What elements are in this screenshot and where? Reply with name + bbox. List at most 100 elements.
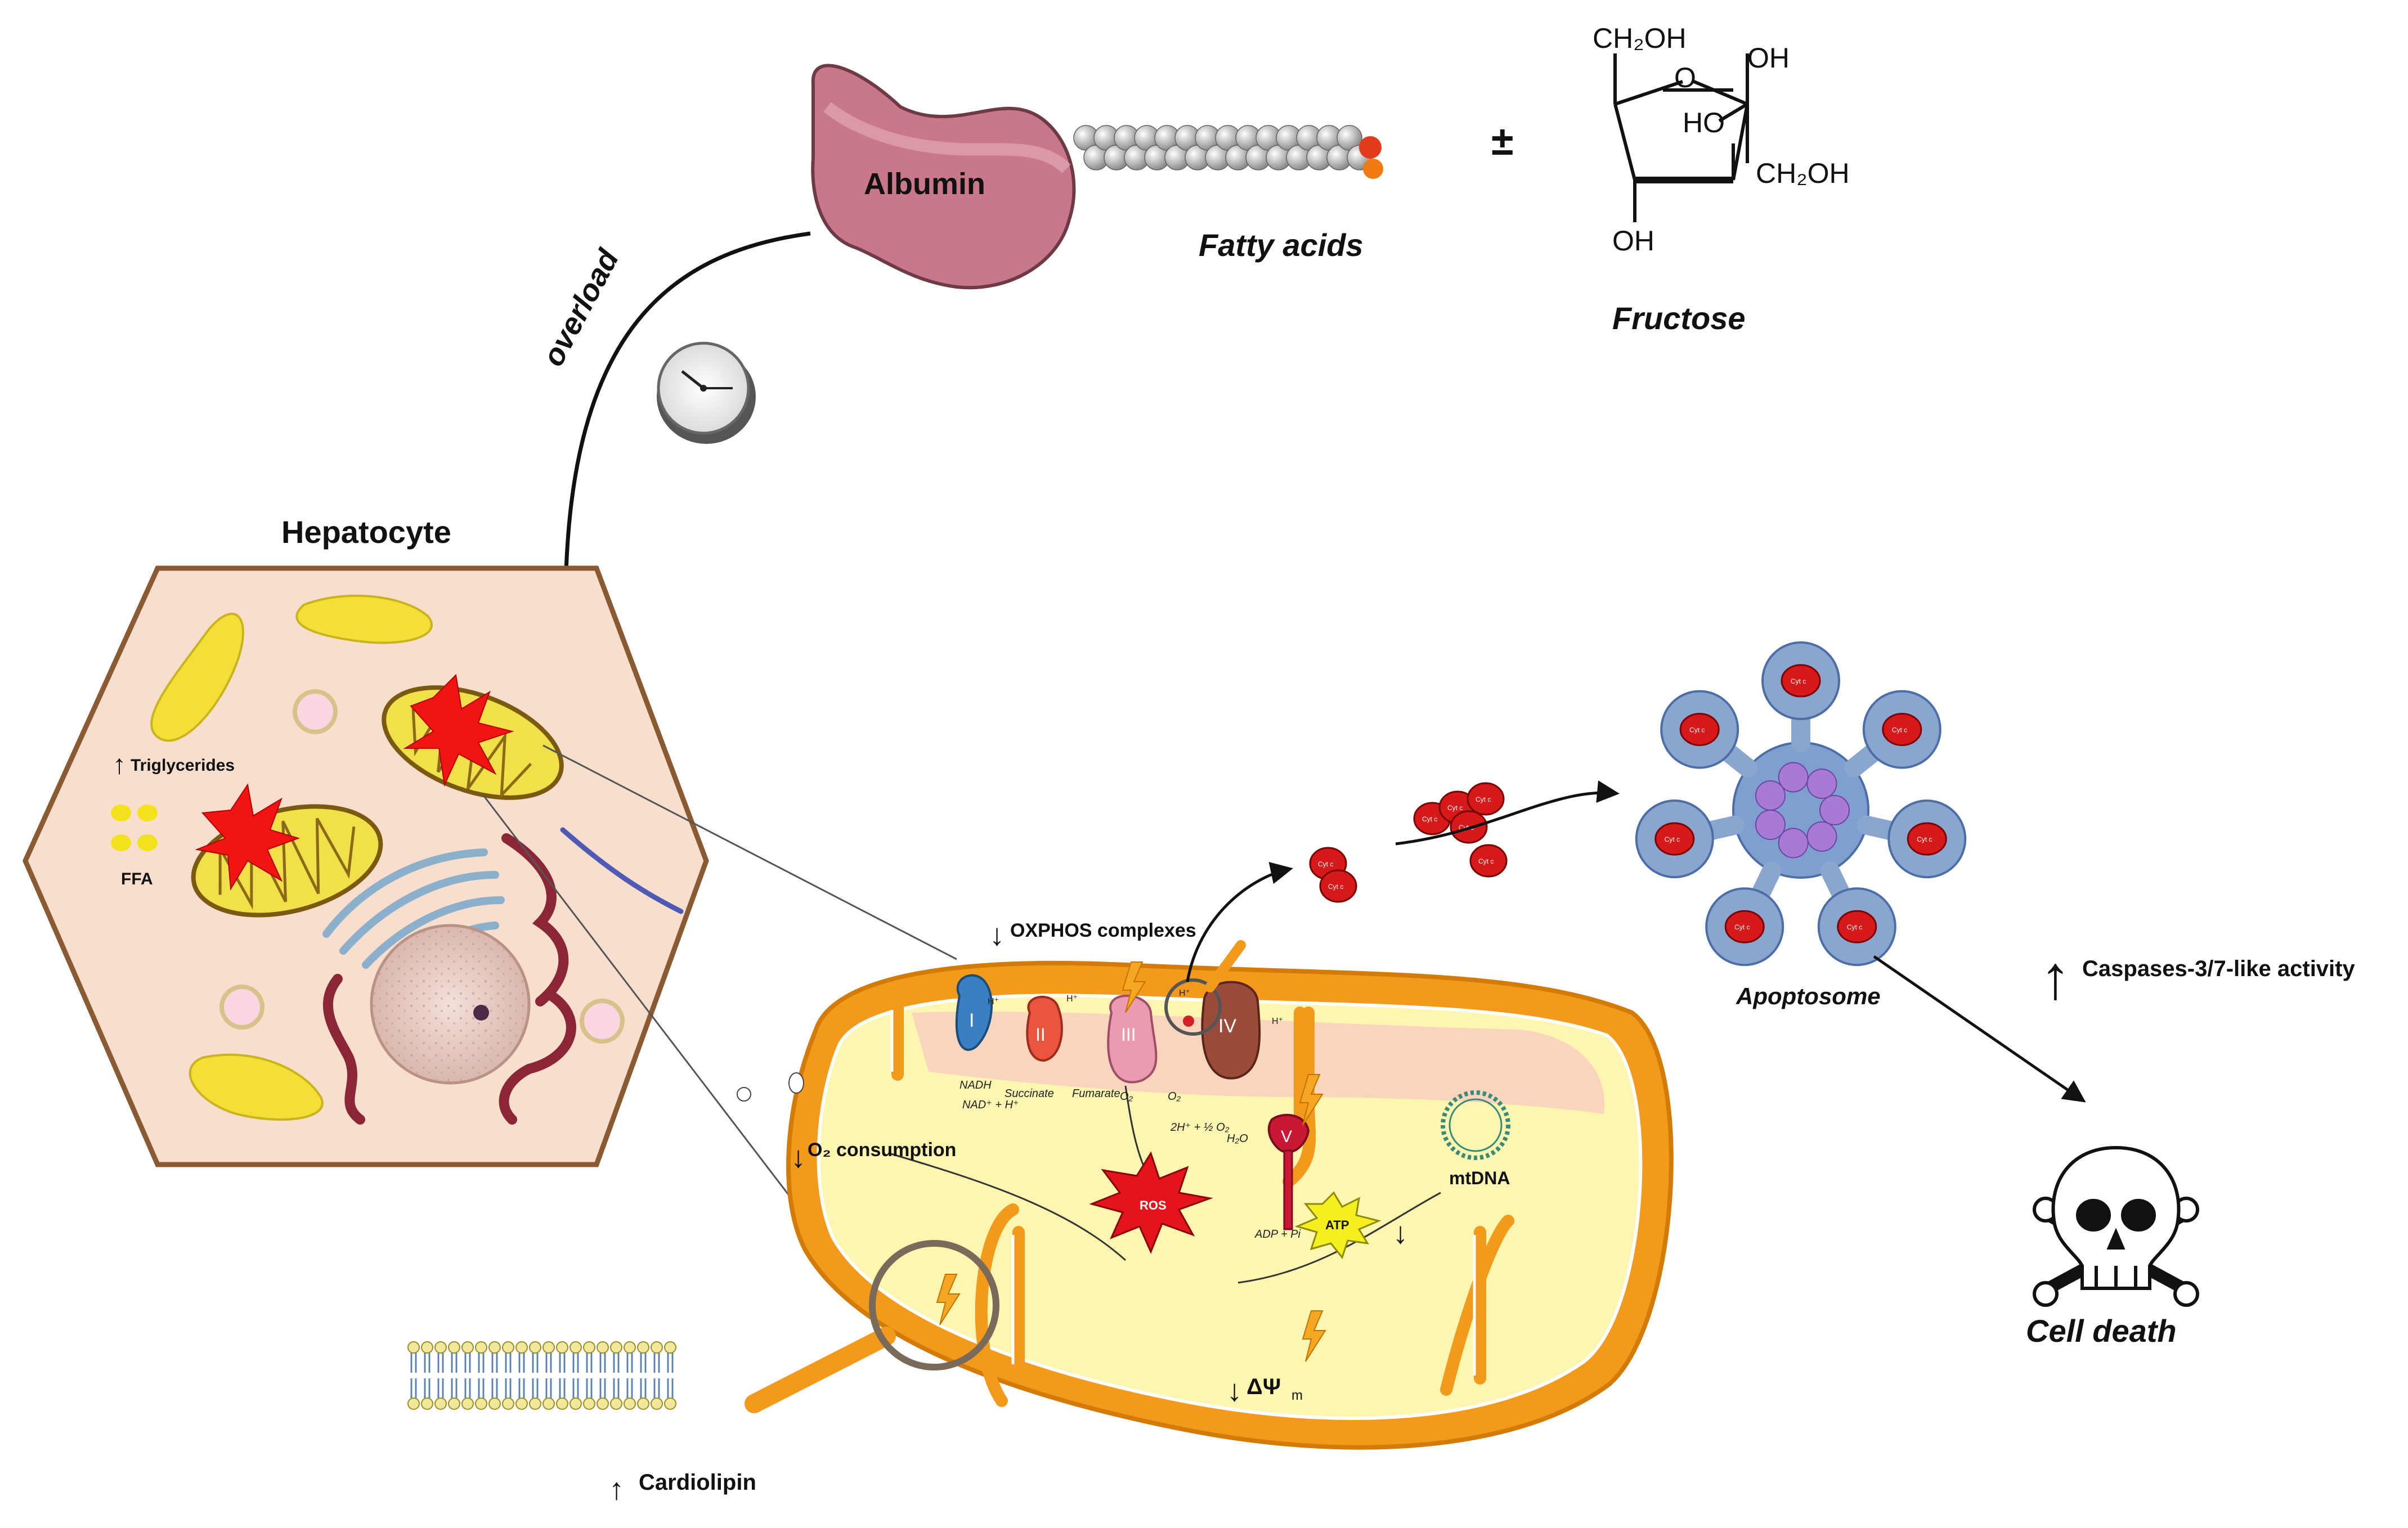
lipid-head <box>597 1397 609 1410</box>
lipid-head <box>597 1341 609 1354</box>
substrate-label: 2H⁺ + ½ O₂ <box>1170 1121 1230 1134</box>
svg-text:I: I <box>969 1010 974 1031</box>
cardiolipin-membrane <box>407 1341 676 1410</box>
fructose-ch2oh-right: CH₂OH <box>1756 158 1850 189</box>
svg-text:II: II <box>1035 1024 1046 1045</box>
svg-text:IV: IV <box>1218 1015 1236 1037</box>
clock-icon <box>657 341 756 444</box>
cytochrome-c <box>1837 910 1877 943</box>
cytochrome-c <box>1319 869 1357 903</box>
cytochrome-c <box>1907 822 1947 856</box>
lipid-head <box>542 1341 555 1354</box>
lipid-head <box>610 1341 622 1354</box>
to-cell-death-arrow <box>1873 955 2086 1103</box>
plus-minus-sign: ± <box>1491 119 1514 164</box>
lipid-tail <box>410 1378 417 1398</box>
cytochrome-c-label: Cyt c <box>1447 804 1463 812</box>
caspase-9-unit <box>1819 795 1850 825</box>
lipid-tail <box>464 1378 471 1398</box>
lipid-head <box>448 1341 460 1354</box>
lipid-tail <box>451 1353 458 1373</box>
lipid-tail <box>478 1353 485 1373</box>
nucleus <box>370 924 531 1085</box>
skull-crossbones-icon <box>2033 1145 2199 1307</box>
proton-label: H⁺ <box>1066 994 1078 1004</box>
hepatocyte-cell: ↑ Triglycerides FFA <box>23 565 709 1167</box>
lipid-head <box>421 1397 433 1410</box>
substrate-label: H₂O <box>1227 1132 1248 1145</box>
complex-I: I <box>955 974 993 1051</box>
lipid-tail <box>653 1378 660 1398</box>
proton-labels: H⁺ H⁺ H⁺ H⁺ <box>988 988 1283 1026</box>
magnifier-small-icon <box>1164 940 1246 1036</box>
carboxyl-head <box>1363 159 1383 179</box>
cytochrome-c-label: Cyt c <box>1328 883 1343 891</box>
caspases-up-arrow: ↑ <box>2040 943 2071 1012</box>
fructose-ring-o: O <box>1674 62 1696 93</box>
cytochrome-c <box>1679 713 1720 747</box>
lipid-tail <box>572 1353 579 1373</box>
lightning-icon <box>936 961 1326 1362</box>
lipid-head <box>515 1341 528 1354</box>
lipid-tail <box>572 1378 579 1398</box>
cytochrome-c-label: Cyt c <box>1791 677 1806 685</box>
lipid-tail <box>545 1378 552 1398</box>
lipid-tail <box>613 1378 620 1398</box>
overload-arrow <box>549 231 811 626</box>
cardiolipin-label: Cardiolipin <box>639 1470 756 1495</box>
lipid-head <box>407 1341 420 1354</box>
lipid-head <box>488 1341 501 1354</box>
lipid-tail <box>505 1353 512 1373</box>
lipid-tail <box>545 1353 552 1373</box>
complex-IV: IV <box>1201 981 1261 1080</box>
lipid-tail <box>626 1378 633 1398</box>
apoptosome-label: Apoptosome <box>1736 983 1881 1009</box>
small-mitochondrion-2 <box>382 673 564 800</box>
lipid-tail <box>599 1378 606 1398</box>
lipid-head <box>556 1341 568 1354</box>
delta-psi-subscript: m <box>1292 1388 1303 1403</box>
svg-text:III: III <box>1121 1024 1136 1045</box>
lipid-head <box>434 1397 447 1410</box>
complex-III: III <box>1107 995 1158 1084</box>
lipid-tail <box>478 1378 485 1398</box>
fatty-acid-chain <box>1073 125 1383 179</box>
lipid-head <box>461 1341 474 1354</box>
lipid-head <box>583 1397 595 1410</box>
albumin-group: Albumin Fatty acids <box>811 64 1383 290</box>
substrate-label: NADH <box>959 1079 992 1091</box>
lipid-tail <box>437 1378 444 1398</box>
fructose-oh-right-top: OH <box>1747 42 1790 74</box>
hepatocyte-label: Hepatocyte <box>281 514 451 550</box>
lipid-head <box>502 1341 514 1354</box>
lipid-tail <box>586 1353 593 1373</box>
cytochrome-c-label: Cyt c <box>1478 857 1494 865</box>
lipid-tail <box>640 1353 647 1373</box>
lipid-tail <box>640 1378 647 1398</box>
substrate-label: O₂ <box>1168 1090 1181 1103</box>
ffa-dots <box>111 805 158 851</box>
complex-II: II <box>1026 995 1063 1062</box>
lipid-tail <box>518 1353 525 1373</box>
substrate-label: Fumarate <box>1072 1087 1120 1100</box>
proton-label: H⁺ <box>988 997 999 1006</box>
albumin-label: Albumin <box>864 167 985 201</box>
cytochrome-c <box>1469 844 1508 878</box>
cyt-c-release-arrow <box>1186 862 1293 982</box>
overload-label: overload <box>536 244 626 372</box>
fructose-label: Fructose <box>1612 300 1746 336</box>
triglycerides-label: Triglycerides <box>131 756 235 775</box>
o2-down-arrow: ↓ <box>791 1140 806 1174</box>
delta-psi-down-arrow: ↓ <box>1227 1374 1242 1408</box>
lipid-head <box>407 1397 420 1410</box>
caspase-9-unit <box>1755 780 1786 811</box>
lipid-tail <box>613 1353 620 1373</box>
proton-label: H⁺ <box>1272 1017 1283 1026</box>
proton-label: H⁺ <box>1179 988 1190 998</box>
lipid-head <box>502 1397 514 1410</box>
fructose-structure <box>1613 53 1749 222</box>
lipid-tail <box>464 1353 471 1373</box>
cytochrome-c-label: Cyt c <box>1847 923 1862 931</box>
